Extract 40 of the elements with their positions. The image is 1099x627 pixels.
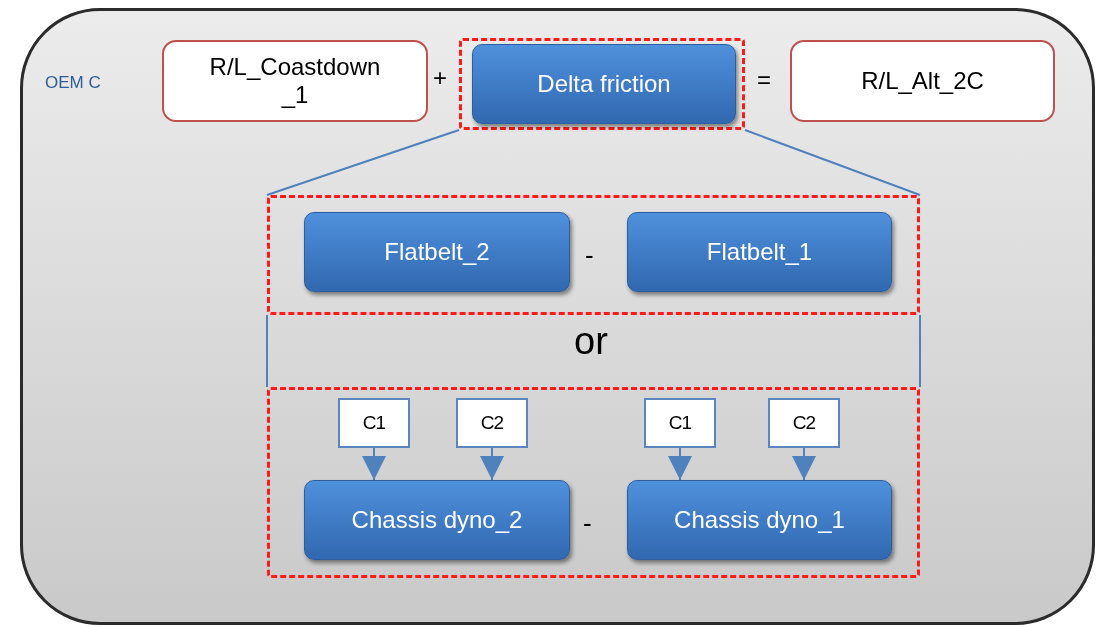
dashed-group-frame [459,38,745,130]
callout-pointer [792,447,816,481]
connector-line [266,129,460,196]
callout-pointer [480,447,504,481]
callout-box [338,398,410,448]
process-box [627,480,892,560]
process-box [472,44,736,124]
node-text: R/L_Alt_2C [861,67,984,95]
connector-word: or [574,320,608,363]
callout-text: C2 [792,412,816,434]
connector-line [919,314,921,388]
node-text: Chassis dyno_1 [674,506,845,534]
group-heading: OEM C [45,73,101,93]
callout-pointer [668,447,692,481]
callout-box [644,398,716,448]
callout-pointer [362,447,386,481]
operator-sign: - [585,240,594,271]
dashed-group-frame [267,195,920,315]
dashed-group-frame [267,387,920,578]
content-panel [20,8,1095,625]
process-box [627,212,892,292]
callout-text: C2 [480,412,504,434]
callout-box [456,398,528,448]
callout-box [768,398,840,448]
node-text: Delta friction [537,70,671,98]
process-box [790,40,1055,122]
node-text: Flatbelt_1 [706,238,813,266]
operator-sign: - [583,508,592,539]
connector-line [266,314,268,388]
callout-text: C1 [668,412,692,434]
callout-text: C1 [362,412,386,434]
process-box [304,480,570,560]
connector-line [744,129,921,196]
node-text: Chassis dyno_2 [351,506,523,534]
operator-sign: + [433,64,447,92]
node-text: Flatbelt_2 [384,238,490,266]
process-box [304,212,570,292]
operator-sign: = [757,66,771,94]
node-text: R/L_Coastdown _1 [208,53,382,109]
process-box [162,40,428,122]
